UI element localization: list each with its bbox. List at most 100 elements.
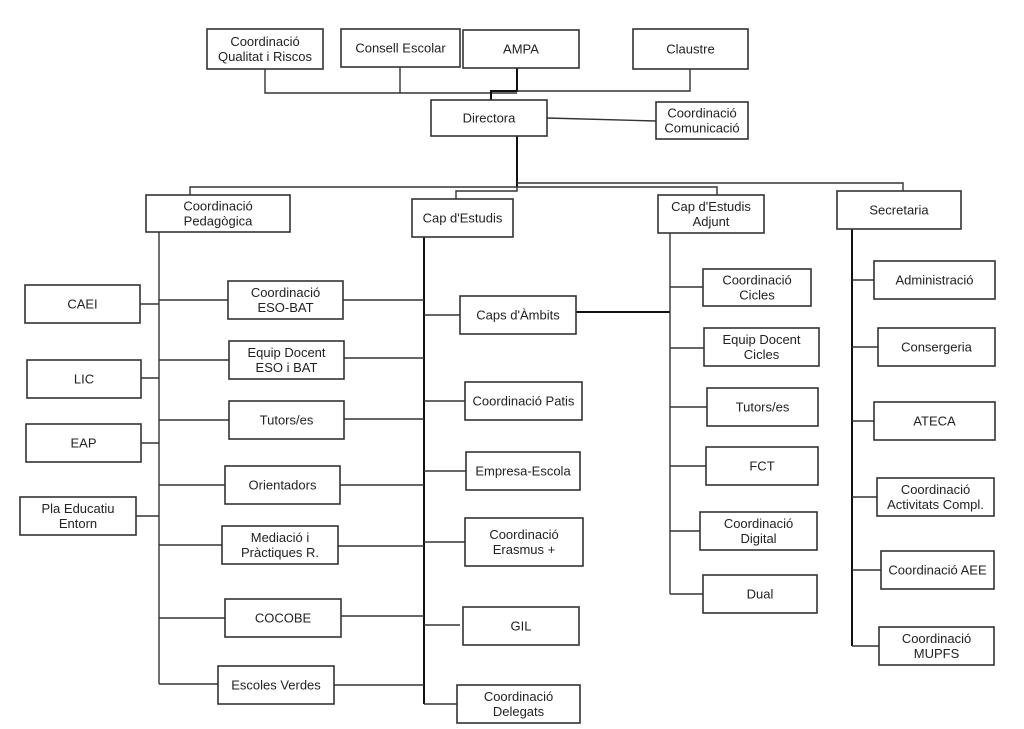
node-box: [873, 401, 996, 441]
node-label: Delegats: [493, 704, 545, 719]
node-label: Qualitat i Riscos: [218, 49, 312, 64]
node-box: [26, 359, 142, 399]
node-eap: EAP: [25, 423, 142, 463]
connector-capestudis: [455, 187, 518, 199]
node-box: [465, 451, 581, 491]
node-box: [25, 423, 142, 463]
node-lic: LIC: [26, 359, 142, 399]
node-label: Erasmus +: [493, 542, 556, 557]
node-label: Coordinació: [489, 527, 558, 542]
node-label: Mediació i: [251, 530, 310, 545]
node-patis: Coordinació Patis: [464, 381, 583, 421]
node-label: Coordinació AEE: [888, 563, 987, 578]
node-label: GIL: [511, 619, 532, 634]
node-label: Cicles: [744, 347, 780, 362]
node-label: Coordinació: [901, 482, 970, 497]
node-label: COCOBE: [255, 611, 312, 626]
node-label: Tutors/es: [260, 413, 314, 428]
node-box: [411, 198, 514, 238]
node-label: Activitats Compl.: [887, 497, 984, 512]
node-label: Equip Docent: [722, 332, 800, 347]
node-box: [228, 400, 345, 440]
node-box: [464, 517, 584, 567]
node-consell: Consell Escolar: [340, 28, 461, 68]
node-cocobe: COCOBE: [224, 598, 342, 638]
node-box: [145, 194, 291, 233]
node-box: [702, 574, 818, 614]
node-label: Cap d'Estudis: [671, 199, 751, 214]
node-label: Adjunt: [693, 214, 730, 229]
node-ampa: AMPA: [462, 29, 580, 69]
node-label: Consergeria: [901, 340, 973, 355]
node-label: Administració: [895, 273, 973, 288]
node-box: [632, 28, 749, 70]
node-label: Equip Docent: [247, 345, 325, 360]
node-label: ESO-BAT: [257, 300, 313, 315]
node-label: MUPFS: [914, 646, 960, 661]
node-box: [705, 446, 819, 486]
node-label: EAP: [70, 436, 96, 451]
node-box: [221, 525, 339, 565]
node-box: [340, 28, 461, 68]
connector-pedagogica: [189, 186, 517, 195]
node-secretaria: Secretaria: [836, 190, 962, 230]
node-label: Pedagògica: [184, 214, 253, 229]
node-label: Empresa-Escola: [475, 464, 571, 479]
node-label: ATECA: [913, 414, 956, 429]
node-box: [836, 190, 962, 230]
node-box: [877, 327, 996, 367]
node-admin: Administració: [873, 260, 996, 300]
connector-ampa: [490, 68, 518, 100]
connector-comunicacio: [546, 117, 657, 122]
node-box: [699, 511, 818, 551]
node-label: Coordinació: [722, 273, 791, 288]
node-box: [464, 381, 583, 421]
connector-lines: [136, 67, 904, 705]
node-label: Coordinació: [230, 34, 299, 49]
node-label: Cicles: [739, 288, 775, 303]
node-label: AMPA: [503, 42, 539, 57]
node-label: Coordinació: [251, 285, 320, 300]
node-label: Coordinació: [484, 689, 553, 704]
node-aee: Coordinació AEE: [880, 550, 995, 590]
node-dual: Dual: [702, 574, 818, 614]
node-label: Caps d'Àmbits: [476, 308, 560, 323]
node-box: [228, 340, 345, 380]
node-label: Comunicació: [664, 121, 739, 136]
node-box: [227, 280, 344, 320]
node-box: [462, 606, 580, 646]
node-box: [876, 477, 995, 517]
node-label: Secretaria: [869, 203, 929, 218]
node-label: Pla Educatiu: [42, 501, 115, 516]
node-box: [706, 387, 819, 427]
node-box: [459, 295, 577, 335]
node-label: Coordinació: [902, 631, 971, 646]
node-label: Coordinació: [183, 199, 252, 214]
node-box: [217, 665, 335, 705]
node-orientadors: Orientadors: [224, 465, 341, 505]
node-claustre: Claustre: [632, 28, 749, 70]
node-label: Coordinació: [724, 516, 793, 531]
node-box: [19, 496, 137, 536]
node-box: [878, 626, 995, 666]
node-label: Escoles Verdes: [231, 678, 321, 693]
node-box: [880, 550, 995, 590]
node-ambits: Caps d'Àmbits: [459, 295, 577, 335]
node-gil: GIL: [462, 606, 580, 646]
node-box: [703, 327, 820, 367]
connector-qualitat: [264, 69, 517, 94]
node-label: Entorn: [59, 516, 97, 531]
node-label: Coordinació Patis: [473, 394, 575, 409]
